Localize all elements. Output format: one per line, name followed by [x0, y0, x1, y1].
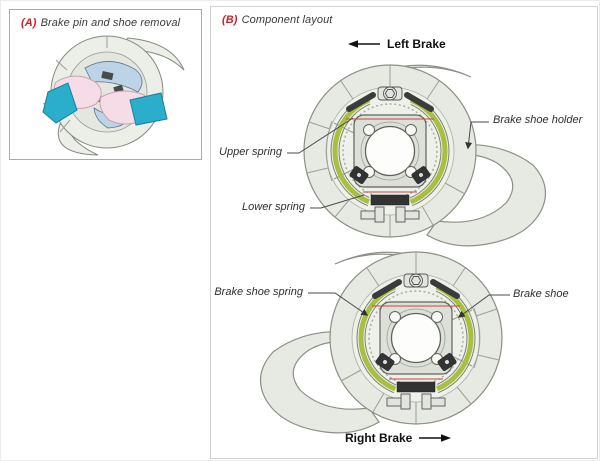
panel-a-tag: (A): [21, 17, 37, 29]
left-brake-diagram: [301, 59, 556, 251]
panel-a: (A)Brake pin and shoe removal: [9, 9, 202, 160]
right-brake-diagram: [255, 246, 510, 438]
brake-shoe-holder-label: Brake shoe holder: [493, 114, 583, 126]
left-arrow-icon: [348, 40, 380, 48]
right-arrow-icon: [419, 434, 452, 442]
upper-spring-label: Upper spring: [219, 146, 282, 158]
panel-a-title-text: Brake pin and shoe removal: [40, 17, 181, 29]
panel-b-tag: (B): [222, 14, 238, 26]
left-brake-direction: Left Brake: [348, 37, 446, 51]
brake-shoe-label: Brake shoe: [513, 288, 569, 300]
lower-spring-label: Lower spring: [242, 201, 305, 213]
brake-shoe-spring-label: Brake shoe spring: [214, 286, 303, 298]
panel-b-title-text: Component layout: [241, 14, 333, 26]
panel-b-title: (B)Component layout: [222, 14, 332, 26]
panel-a-title: (A)Brake pin and shoe removal: [21, 17, 180, 29]
left-brake-label: Left Brake: [387, 37, 446, 51]
right-brake-direction: Right Brake: [345, 431, 452, 445]
right-brake-label: Right Brake: [345, 431, 413, 445]
brake-removal-illustration: [42, 35, 185, 156]
